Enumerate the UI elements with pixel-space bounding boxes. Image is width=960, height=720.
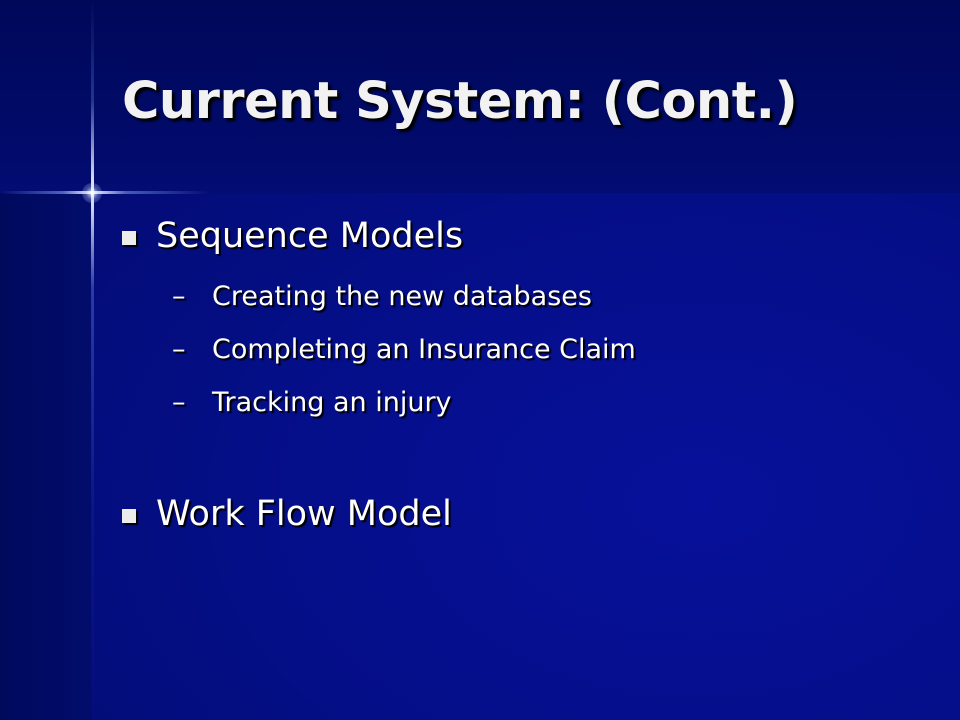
left-band xyxy=(0,193,92,720)
glow-line-horizontal xyxy=(0,191,210,194)
sub-item-tracking-injury: – Tracking an injury xyxy=(172,387,452,418)
square-bullet-icon xyxy=(122,231,136,245)
dash-marker: – xyxy=(172,387,186,418)
bullet-label: Work Flow Model xyxy=(156,494,452,534)
slide-title: Current System: (Cont.) xyxy=(122,72,798,131)
square-bullet-icon xyxy=(122,509,136,523)
glow-line-vertical xyxy=(91,0,94,720)
sub-item-label: Creating the new databases xyxy=(212,281,592,312)
bullet-label: Sequence Models xyxy=(156,216,464,256)
bullet-item-work-flow-model: Work Flow Model xyxy=(122,494,452,534)
sparkle-icon xyxy=(82,183,102,203)
title-band xyxy=(0,0,960,193)
dash-marker: – xyxy=(172,334,186,365)
dash-marker: – xyxy=(172,281,186,312)
sub-item-insurance-claim: – Completing an Insurance Claim xyxy=(172,334,636,365)
bullet-item-sequence-models: Sequence Models xyxy=(122,216,463,256)
sub-item-label: Completing an Insurance Claim xyxy=(212,334,636,365)
sub-item-creating-databases: – Creating the new databases xyxy=(172,281,592,312)
sub-item-label: Tracking an injury xyxy=(212,387,452,418)
